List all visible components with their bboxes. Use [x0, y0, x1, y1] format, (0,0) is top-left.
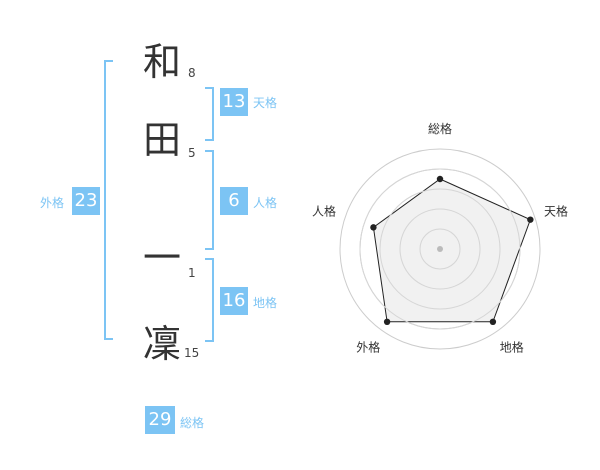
tenkaku-label: 天格: [253, 96, 278, 110]
stroke-count-3: 1: [188, 266, 196, 280]
radar-point: [489, 318, 497, 326]
radar-inner-ring: [379, 188, 501, 310]
radar-point: [436, 175, 444, 183]
jinkaku-label: 人格: [253, 196, 278, 210]
gaikaku-label: 外格: [40, 196, 65, 210]
tenkaku-bracket: [205, 87, 214, 141]
soukaku-label: 総格: [180, 416, 205, 430]
radar-inner-ring: [399, 208, 481, 290]
gaikaku-bracket: [104, 60, 113, 340]
stroke-count-2: 5: [188, 146, 196, 160]
radar-axis-label: 天格: [544, 203, 568, 218]
name-char-3: 一: [142, 236, 181, 280]
soukaku-badge: 29: [145, 406, 175, 434]
chikaku-label: 地格: [253, 296, 278, 310]
radar-axis-label: 人格: [312, 203, 336, 218]
radar-axis-label: 地格: [500, 340, 524, 355]
jinkaku-badge: 6: [220, 187, 248, 215]
stroke-count-4: 15: [184, 346, 200, 360]
radar-axis-label: 総格: [428, 121, 452, 136]
chikaku-bracket: [205, 258, 214, 342]
radar-point: [370, 224, 377, 231]
radar-axis-label: 外格: [356, 340, 380, 355]
jinkaku-bracket: [205, 150, 214, 250]
radar-point: [383, 318, 391, 326]
radar-center-dot: [437, 246, 443, 252]
name-char-4: 凜: [142, 322, 181, 366]
name-char-1: 和: [142, 40, 181, 84]
stroke-count-1: 8: [188, 66, 196, 80]
chikaku-badge: 16: [220, 287, 248, 315]
radar-area: [372, 178, 531, 323]
tenkaku-badge: 13: [220, 88, 248, 116]
name-char-2: 田: [142, 118, 181, 162]
radar-inner-ring: [359, 168, 521, 330]
radar-inner-ring: [419, 228, 461, 270]
radar-point: [527, 216, 534, 223]
gaikaku-badge: 23: [72, 187, 100, 215]
